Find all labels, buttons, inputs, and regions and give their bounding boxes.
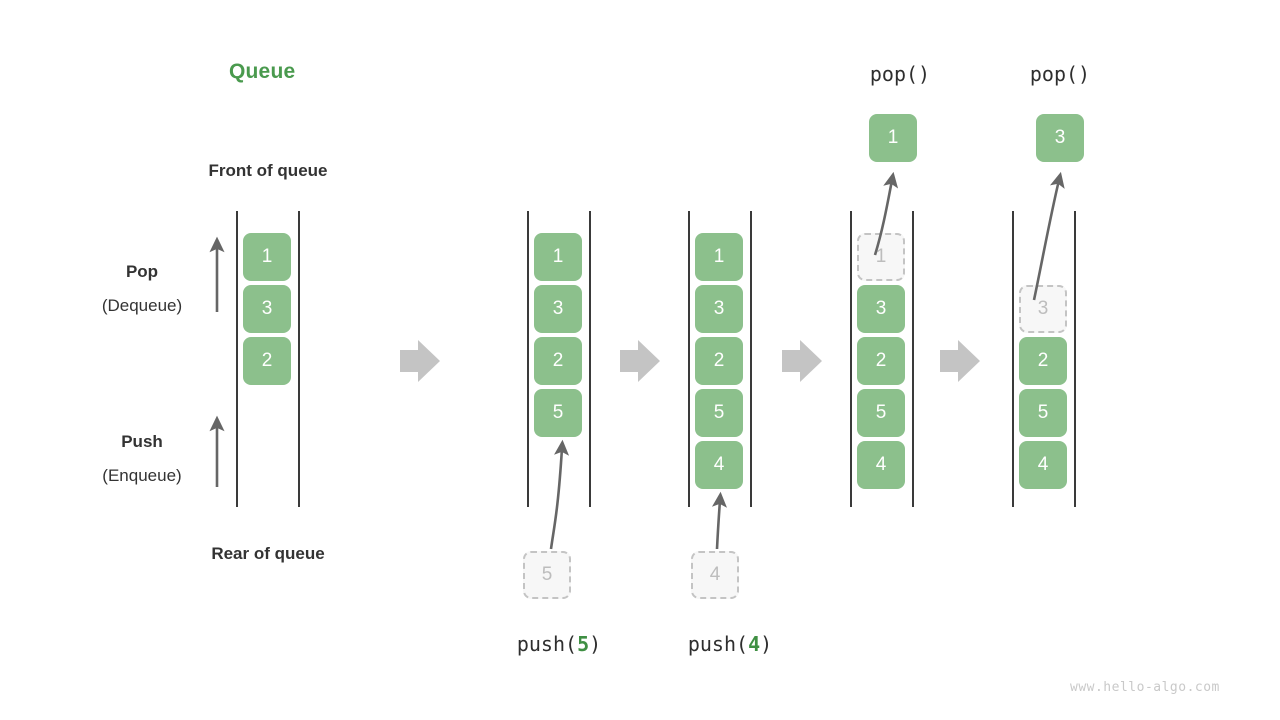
popped-cell-col4: 1 [869,114,917,162]
cell-col4-1: 3 [857,285,905,333]
cell-col4-0-ghost: 1 [857,233,905,281]
caption-col2-arg: 5 [577,632,590,656]
cell-col3-1: 3 [695,285,743,333]
watermark: www.hello-algo.com [1070,680,1220,695]
transition-arrow-2 [620,340,660,382]
cell-col4-3: 5 [857,389,905,437]
cell-col3-0: 1 [695,233,743,281]
pop-arrow-col5 [1032,171,1065,301]
cell-col4-4: 4 [857,441,905,489]
transition-arrow-1 [400,340,440,382]
cell-col1-1: 3 [243,285,291,333]
cell-col1-2: 2 [243,337,291,385]
rail-col2-left [527,211,529,507]
rail-col2-right [589,211,591,507]
transition-arrow-4 [940,340,980,382]
cell-col5-1-ghost: 3 [1019,285,1067,333]
popped-cell-col5: 3 [1036,114,1084,162]
diagram-title: Queue [229,60,296,83]
cell-col2-3: 5 [534,389,582,437]
cell-col5-4: 4 [1019,441,1067,489]
caption-col2-suffix: ) [589,632,602,656]
rail-col1-right [298,211,300,507]
rear-of-queue-label: Rear of queue [211,544,325,563]
rail-col5-left [1012,211,1014,507]
incoming-cell-col2: 5 [523,551,571,599]
push-sublabel: (Enqueue) [102,466,182,485]
caption-col3: push(4) [630,632,830,656]
transition-arrow-3 [782,340,822,382]
cell-col5-2: 2 [1019,337,1067,385]
pop-sublabel: (Dequeue) [101,296,183,315]
cell-col3-3: 5 [695,389,743,437]
cell-col5-3: 5 [1019,389,1067,437]
cell-col4-2: 2 [857,337,905,385]
front-of-queue-label: Front of queue [208,161,328,180]
push-arrow-col3 [711,491,728,550]
cell-col1-0: 1 [243,233,291,281]
caption-col3-arg: 4 [748,632,761,656]
rail-col4-right [912,211,914,507]
cell-col2-1: 3 [534,285,582,333]
caption-col2: push(5) [459,632,659,656]
pop-header-col4: pop() [869,62,931,86]
pop-label: Pop [125,262,159,281]
rail-col1-left [236,211,238,507]
rail-col5-right [1074,211,1076,507]
caption-col3-suffix: ) [760,632,773,656]
push-label: Push [121,432,163,451]
cell-col2-0: 1 [534,233,582,281]
pop-header-col5: pop() [1029,62,1091,86]
cell-col3-2: 2 [695,337,743,385]
incoming-cell-col3: 4 [691,551,739,599]
rail-col4-left [850,211,852,507]
push-arrow-col2 [549,439,570,550]
rail-col3-left [688,211,690,507]
rail-col3-right [750,211,752,507]
caption-col3-prefix: push( [687,632,749,656]
caption-col2-prefix: push( [516,632,578,656]
cell-col2-2: 2 [534,337,582,385]
cell-col3-4: 4 [695,441,743,489]
